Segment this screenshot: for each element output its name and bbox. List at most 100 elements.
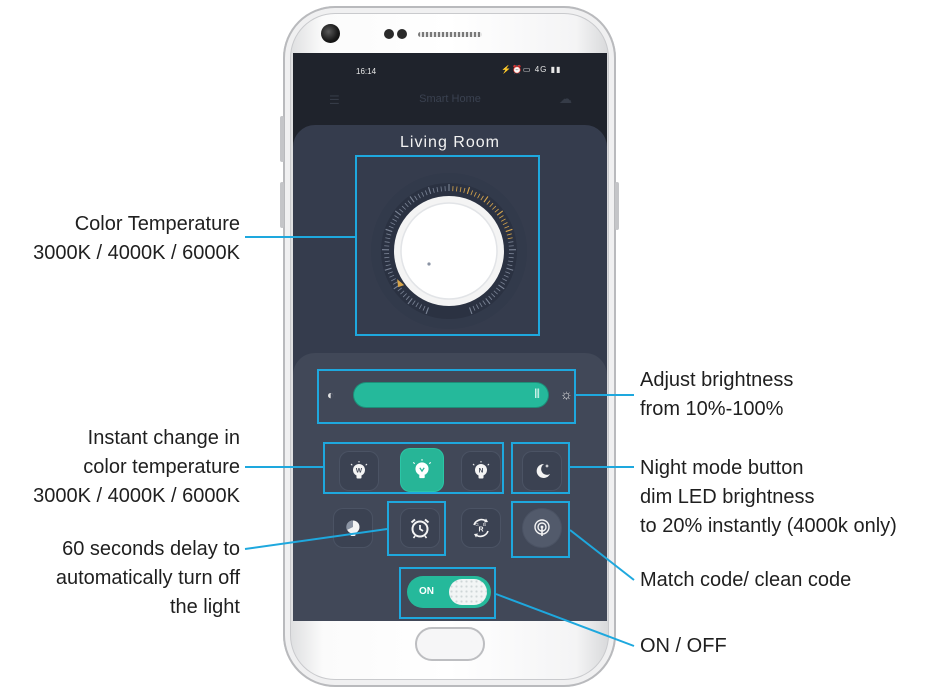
dial-tick	[397, 287, 402, 292]
natural-white-button[interactable]: N	[462, 452, 500, 490]
dial-tick	[483, 196, 489, 203]
power-toggle-knob[interactable]	[449, 579, 487, 605]
dial-tick	[492, 205, 497, 210]
status-bar: 16:14 ⚡⏰▭ 4G ▮▮	[293, 53, 607, 85]
dial-tick	[394, 210, 402, 216]
home-button[interactable]	[415, 627, 485, 661]
dial-tick	[407, 200, 412, 205]
warm-white-button[interactable]: W	[340, 452, 378, 490]
power-toggle[interactable]: ON	[407, 576, 491, 608]
dial-tick	[502, 222, 508, 226]
dial-tick	[399, 208, 404, 213]
dial-tick	[414, 195, 418, 201]
dial-tick	[419, 304, 423, 310]
dial-tick	[388, 225, 394, 229]
alarm-clock-icon	[410, 518, 430, 539]
night-mode-button[interactable]	[523, 452, 561, 490]
dial-tick	[428, 187, 432, 195]
dial-tick	[506, 233, 512, 236]
dial-tick	[386, 233, 392, 236]
bulb-natural-icon: N	[472, 461, 490, 479]
bulb-cycle-icon	[346, 520, 360, 536]
dial-tick	[472, 305, 476, 311]
sensor-icon-2	[397, 29, 407, 39]
rgb-mode-button[interactable]: R G B	[462, 509, 500, 547]
dial-tick	[500, 281, 505, 285]
dial-tick	[392, 218, 398, 222]
phone-screen: 16:14 ⚡⏰▭ 4G ▮▮ ☰ Smart Home ☁ Living Ro…	[293, 53, 607, 621]
dial-tick	[405, 295, 410, 301]
callout-delay: 60 seconds delay to automatically turn o…	[55, 538, 240, 618]
brightness-high-icon: ☼	[560, 386, 573, 402]
dial-tick	[409, 196, 415, 203]
dial-tick	[400, 290, 405, 295]
dial-tick	[459, 187, 462, 193]
dial-tick	[505, 271, 511, 274]
dial-tick	[407, 298, 413, 305]
dial-tick	[463, 187, 466, 193]
dial-tick	[473, 191, 477, 197]
dial-tick	[385, 264, 391, 267]
dial-tick	[499, 215, 504, 219]
brightness-slider-handle[interactable]: |||	[534, 388, 540, 399]
callout-on-off: ON / OFF	[640, 635, 727, 657]
dial-tick	[505, 228, 513, 233]
dial-tick	[394, 215, 399, 219]
dial-tick	[456, 186, 458, 192]
dial-tick	[384, 267, 392, 271]
callout-instant-change: Instant change in color temperature 3000…	[33, 427, 240, 507]
dial-pointer[interactable]	[397, 279, 405, 288]
dial-tick	[385, 228, 393, 233]
brightness-low-icon: ◐	[327, 388, 335, 402]
match-code-button[interactable]	[523, 509, 561, 547]
dial-tick	[486, 200, 491, 205]
highlight-timer	[387, 501, 446, 556]
sensor-icon	[384, 29, 394, 39]
dial-tick	[402, 293, 407, 298]
dial-tick	[503, 274, 509, 278]
dial-tick	[390, 222, 396, 226]
dial-tick	[507, 237, 513, 240]
dial-tick	[485, 298, 491, 305]
dial-tick	[432, 187, 435, 193]
dial-tick	[496, 287, 501, 292]
bulb-cool-icon	[412, 459, 432, 479]
dial-tick	[466, 187, 470, 195]
dial-center-dot	[427, 262, 431, 266]
svg-text:R: R	[478, 527, 483, 534]
callout-night-mode: Night mode button dim LED brightness to …	[640, 457, 897, 537]
highlight-power-toggle	[399, 567, 496, 619]
dial-tick	[479, 302, 483, 308]
dial-tick	[412, 300, 416, 305]
volume-button-lower	[280, 182, 284, 228]
natural-letter: N	[479, 468, 484, 475]
volume-button	[280, 116, 284, 162]
color-cycle-button[interactable]	[334, 509, 372, 547]
highlight-instant-change	[323, 442, 504, 494]
dial-tick	[385, 237, 391, 240]
status-time: 16:14	[356, 67, 377, 76]
color-temperature-dial[interactable]	[369, 171, 529, 331]
dial-graphic[interactable]	[369, 171, 529, 331]
brightness-slider[interactable]: |||	[354, 383, 548, 407]
room-title: Living Room	[400, 134, 500, 151]
status-icons: ⚡⏰▭ 4G ▮▮	[501, 65, 562, 74]
highlight-night-mode	[511, 442, 570, 494]
menu-icon[interactable]: ☰	[329, 93, 340, 107]
svg-text:B: B	[483, 522, 486, 527]
dial-ticks	[382, 184, 516, 315]
power-toggle-label: ON	[419, 586, 434, 597]
dial-tick	[425, 307, 429, 315]
dial-tick	[401, 205, 406, 210]
cloud-icon[interactable]: ☁	[559, 91, 572, 106]
dial-tick	[393, 281, 398, 285]
dial-tick	[504, 225, 510, 229]
callout-color-temperature: Color Temperature 3000K / 4000K / 6000K	[33, 213, 240, 264]
dial-tick	[488, 295, 493, 301]
dial-tick	[384, 256, 390, 259]
dial-tick	[436, 187, 439, 193]
timer-delay-button[interactable]	[401, 509, 439, 547]
cool-white-button[interactable]	[401, 449, 443, 491]
dial-tick	[507, 264, 513, 267]
dial-tick	[384, 241, 390, 243]
